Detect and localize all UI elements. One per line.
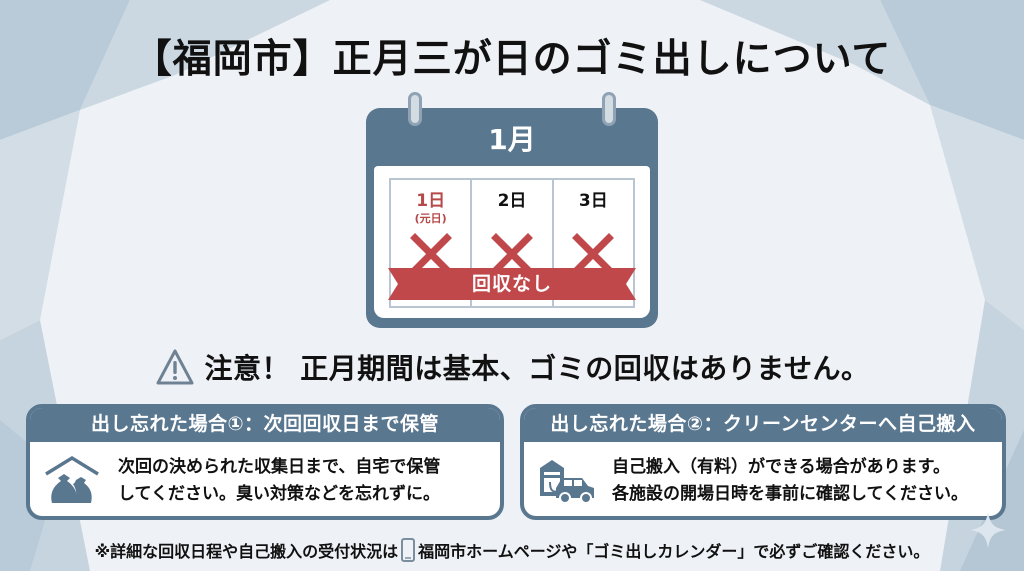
- calendar-day-1: 1日 (元日): [391, 180, 473, 306]
- banner-label: 回収なし: [471, 273, 552, 295]
- card-line: 自己搬入（有料）ができる場合があります。: [612, 457, 950, 477]
- footer-note: ※詳細な回収日程や自己搬入の受付状況は 福岡市ホームページや「ゴミ出しカレンダー…: [0, 536, 1024, 564]
- notice-text: 注意！ 正月期間は基本、ゴミの回収はありません。: [204, 352, 870, 385]
- day-label: 2日: [497, 191, 527, 211]
- calendar-day-2: 2日: [472, 180, 554, 306]
- card-header: 出し忘れた場合①：次回回収日まで保管: [30, 408, 500, 442]
- calendar-grid: 1日 (元日) 2日 3日: [389, 178, 635, 308]
- footer-text-after: 福岡市ホームページや「ゴミ出しカレンダー」で必ずご確認ください。: [418, 542, 930, 561]
- calendar-ring: [408, 92, 422, 126]
- notice: 注意！ 正月期間は基本、ゴミの回収はありません。: [0, 344, 1024, 390]
- calendar: 1月 1日 (元日) 2日: [366, 92, 658, 328]
- card-line: 各施設の開場日時を事前に確認してください。: [612, 484, 968, 504]
- x-mark-icon: [491, 233, 533, 275]
- card-body: 自己搬入（有料）ができる場合があります。 各施設の開場日時を事前に確認してくださ…: [524, 442, 1002, 516]
- calendar-day-3: 3日: [554, 180, 633, 306]
- garbage-bags-home-icon: [45, 455, 99, 503]
- card-line: 次回の決められた収集日まで、自宅で保管: [118, 457, 441, 477]
- footer-text-before: ※詳細な回収日程や自己搬入の受付状況は: [94, 542, 399, 561]
- card-keep-until-next: 出し忘れた場合①：次回回収日まで保管 次回の決められた収集日まで、自宅で保管 し…: [26, 404, 504, 520]
- no-collection-banner: 回収なし: [388, 268, 636, 300]
- warning-icon: [156, 349, 194, 385]
- day-label: 3日: [578, 191, 608, 211]
- card-description: 次回の決められた収集日まで、自宅で保管 してください。臭い対策などを忘れずに。: [118, 454, 440, 508]
- day-sublabel: (元日): [414, 212, 447, 225]
- page-title: 【福岡市】正月三が日のゴミ出しについて: [132, 37, 892, 82]
- card-header: 出し忘れた場合②：クリーンセンターへ自己搬入: [524, 408, 1002, 442]
- card-body: 次回の決められた収集日まで、自宅で保管 してください。臭い対策などを忘れずに。: [30, 442, 500, 516]
- ribbon-shape: [388, 268, 636, 300]
- x-mark-icon: [572, 233, 615, 275]
- facility-car-icon: [540, 460, 594, 504]
- card-line: してください。臭い対策などを忘れずに。: [118, 484, 440, 504]
- calendar-month: 1月: [488, 123, 536, 156]
- calendar-ring: [602, 92, 616, 126]
- x-mark-icon: [409, 233, 452, 275]
- day-label: 1日: [416, 191, 446, 211]
- sparkle-icon: [970, 512, 1006, 548]
- card-self-delivery: 出し忘れた場合②：クリーンセンターへ自己搬入 自己搬入（有料）ができる場合があり…: [520, 404, 1006, 520]
- card-description: 自己搬入（有料）ができる場合があります。 各施設の開場日時を事前に確認してくださ…: [612, 454, 968, 508]
- smartphone-icon: [401, 538, 416, 562]
